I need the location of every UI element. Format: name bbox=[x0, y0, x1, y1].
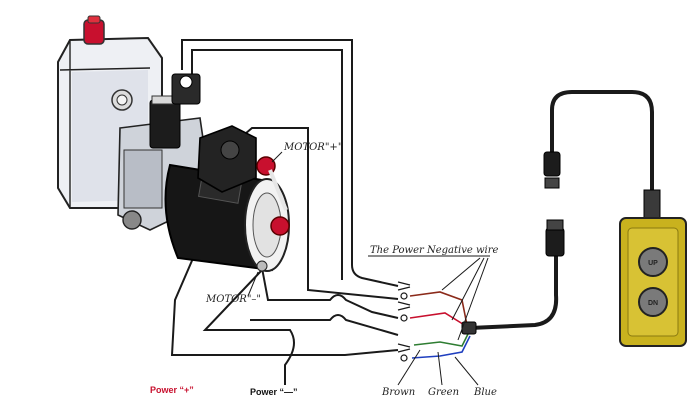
blue-wire bbox=[411, 335, 471, 359]
signal-wires bbox=[409, 291, 471, 359]
lower-plug-nut bbox=[546, 219, 564, 231]
negative-wire-leader-2 bbox=[451, 257, 485, 321]
manifold-face bbox=[123, 149, 163, 209]
controller-top-cable bbox=[550, 90, 654, 190]
motor-minus-label: MOTOR"–" bbox=[205, 294, 261, 305]
solenoid-connector-icon bbox=[179, 75, 193, 89]
brown-wire bbox=[409, 291, 469, 331]
negative-wire-leader-3 bbox=[457, 257, 489, 341]
brown-label: Brown bbox=[381, 387, 415, 398]
up-button[interactable] bbox=[638, 247, 668, 277]
terminal-ring-3 bbox=[400, 354, 408, 362]
breather-cap-icon bbox=[83, 19, 105, 45]
relay-terminal bbox=[220, 140, 240, 160]
solenoid-wire-outer bbox=[181, 39, 399, 287]
green-label: Green bbox=[428, 387, 459, 398]
brown-leader bbox=[397, 349, 421, 386]
terminal-1 bbox=[397, 281, 411, 291]
upper-plug-nut bbox=[544, 177, 560, 189]
wire-terminals bbox=[397, 281, 411, 362]
controller-cable bbox=[469, 252, 559, 330]
blue-label: Blue bbox=[473, 387, 497, 398]
terminal-ring-1 bbox=[400, 292, 408, 300]
solenoid-coil bbox=[149, 99, 181, 149]
solenoid-wire-inner bbox=[191, 49, 343, 280]
blue-leader bbox=[454, 356, 479, 386]
filler-plug-inner bbox=[116, 94, 128, 106]
up-button-label: UP bbox=[648, 260, 658, 267]
terminal-3 bbox=[397, 343, 411, 353]
motor-plus-wire bbox=[237, 127, 399, 300]
upper-plug-icon bbox=[543, 151, 561, 177]
down-button-label: DN bbox=[648, 300, 658, 307]
pendant-controller: UP DN bbox=[619, 189, 687, 347]
motor-minus-wire bbox=[261, 267, 399, 319]
solenoid-connector bbox=[171, 73, 201, 105]
power-minus-wire bbox=[202, 269, 295, 385]
negative-wire-label: The Power Negative wire bbox=[370, 245, 499, 256]
controller-face bbox=[627, 227, 679, 337]
port-fitting-icon bbox=[122, 210, 142, 230]
terminal-link bbox=[268, 169, 288, 211]
lower-plug-icon bbox=[545, 227, 565, 257]
down-button[interactable] bbox=[638, 287, 668, 317]
motor-minus-leader bbox=[247, 271, 259, 297]
motor-terminal-2-icon bbox=[270, 216, 290, 236]
reservoir-front bbox=[59, 40, 151, 208]
cable-gland-icon bbox=[643, 189, 661, 219]
terminal-2 bbox=[397, 301, 411, 311]
pump-unit bbox=[57, 15, 290, 272]
lower-wire bbox=[250, 314, 399, 336]
green-wire bbox=[413, 333, 469, 347]
power-minus-label: Power “—” bbox=[250, 387, 298, 397]
red-wire bbox=[409, 312, 467, 327]
breather-cap-top bbox=[87, 15, 101, 24]
motor-plus-leader bbox=[271, 151, 283, 163]
leaders bbox=[247, 151, 490, 386]
cable-connectors bbox=[461, 151, 565, 335]
negative-wire-leader-1 bbox=[441, 257, 481, 291]
motor-plus-label: MOTOR"+" bbox=[283, 142, 342, 153]
power-plus-label: Power “+” bbox=[150, 385, 194, 395]
motor-minus-terminal-icon bbox=[256, 260, 268, 272]
terminal-ring-2 bbox=[400, 314, 408, 322]
green-leader bbox=[437, 351, 443, 386]
